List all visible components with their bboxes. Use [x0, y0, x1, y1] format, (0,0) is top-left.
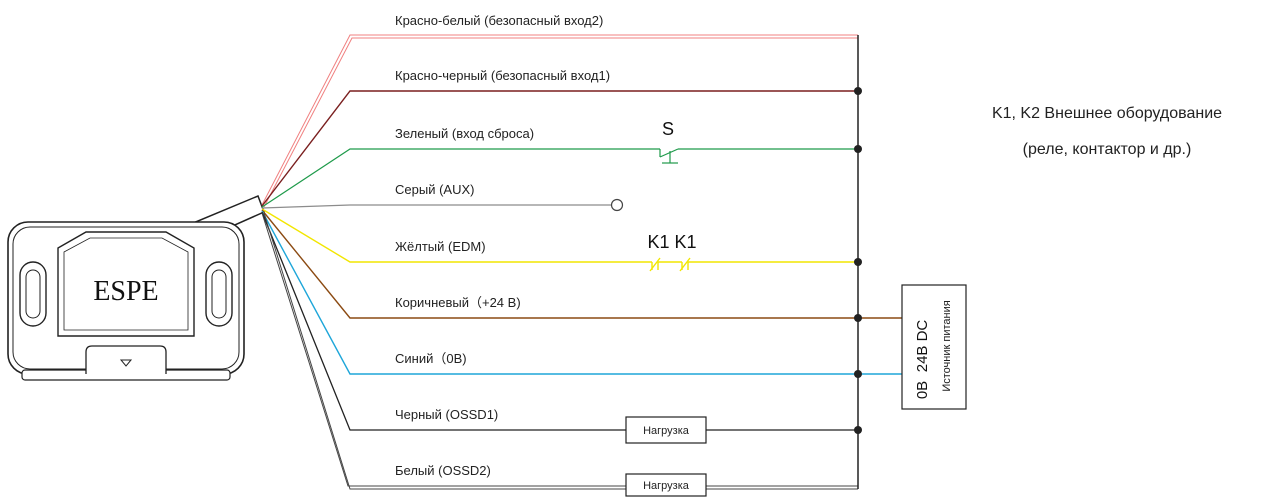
junction-dot — [854, 370, 862, 378]
load-box-ossd1 — [625, 416, 707, 444]
wire-red-black — [261, 90, 858, 207]
load-box-ossd2 — [625, 473, 707, 497]
psu-name-label: Источник питания — [941, 300, 953, 391]
junction-dot — [854, 87, 862, 95]
triangle-down-icon — [119, 359, 133, 367]
wire-label-blue: Синий（0В) — [395, 351, 467, 366]
wire-label-yellow: Жёлтый (EDM) — [395, 239, 486, 254]
junction-dots — [854, 87, 862, 434]
wire-yellow — [261, 208, 652, 263]
wire-label-red-white: Красно-белый (безопасный вход2) — [395, 13, 603, 28]
note-line1: K1, K2 Внешнее оборудование — [992, 105, 1222, 122]
switch-s-label: S — [662, 119, 674, 139]
wire-labels: Красно-белый (безопасный вход2) Красно-ч… — [395, 13, 610, 478]
wire-label-black: Черный (OSSD1) — [395, 407, 498, 422]
edm-contacts — [649, 257, 691, 272]
psu-zero-label: 0В — [914, 381, 931, 399]
right-mount-slot — [205, 261, 233, 327]
load-label-ossd2: Нагрузка — [643, 480, 690, 492]
note-line2: (реле, контактор и др.) — [1023, 141, 1192, 158]
psu-voltage-label: 24В DC — [914, 320, 931, 373]
aux-terminal — [610, 198, 624, 212]
left-mount-slot — [19, 261, 47, 327]
load-label-ossd1: Нагрузка — [643, 425, 690, 437]
wire-label-grey: Серый (AUX) — [395, 182, 474, 197]
power-supply-box — [901, 284, 967, 410]
wire-white — [261, 212, 626, 487]
wire-brown — [261, 209, 902, 319]
wire-grey — [261, 204, 611, 209]
junction-dot — [854, 145, 862, 153]
wire-blue — [261, 210, 902, 375]
wire-green — [261, 148, 660, 208]
device-label: ESPE — [93, 276, 158, 307]
junction-dot — [854, 314, 862, 322]
junction-dot — [854, 426, 862, 434]
wires — [261, 34, 902, 490]
wire-red-white — [261, 34, 858, 206]
espe-device: ESPE — [7, 195, 265, 381]
wire-label-green: Зеленый (вход сброса) — [395, 126, 534, 141]
wire-black — [261, 211, 626, 431]
wire-label-white: Белый (OSSD2) — [395, 463, 491, 478]
edm-contacts-label: K1 K1 — [647, 232, 696, 252]
wire-label-brown: Коричневый（+24 В) — [395, 295, 521, 310]
junction-dot — [854, 258, 862, 266]
reset-switch — [659, 148, 679, 164]
device-window — [57, 231, 195, 337]
wire-label-red-black: Красно-черный (безопасный вход1) — [395, 68, 610, 83]
